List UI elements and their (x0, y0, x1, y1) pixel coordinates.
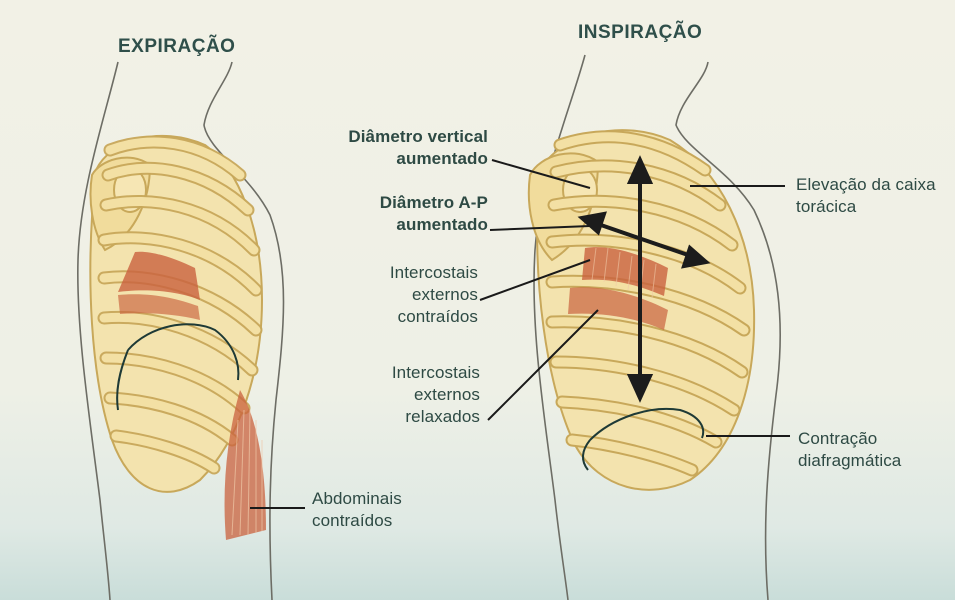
label-abdominals-contracted: Abdominais contraídos (312, 488, 452, 532)
label-rib-cage-elevation: Elevação da caixa torácica (796, 174, 941, 218)
expiration-title: EXPIRAÇÃO (118, 36, 235, 58)
label-diaphragm-contraction: Contração diafragmática (798, 428, 948, 472)
label-ap-diameter: Diâmetro A-P aumentado (300, 192, 488, 236)
inspiration-title: INSPIRAÇÃO (578, 22, 702, 44)
label-intercostals-contracted: Intercostais externos contraídos (340, 262, 478, 328)
label-vertical-diameter: Diâmetro vertical aumentado (280, 126, 488, 170)
inspiration-figure (480, 55, 790, 600)
label-intercostals-relaxed: Intercostais externos relaxados (340, 362, 480, 428)
expiration-figure (78, 62, 305, 600)
